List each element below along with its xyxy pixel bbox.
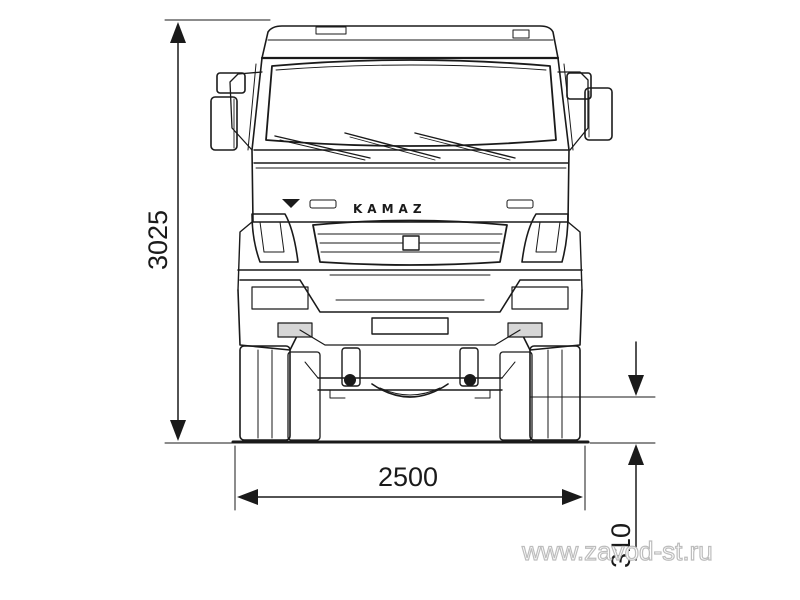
arrow-up-icon [628,444,644,465]
track-width-label: 2500 [378,462,438,492]
watermark: www.zavod-st.ru [521,536,713,566]
height-dimension [164,19,271,444]
bumper [237,269,583,351]
license-plate [371,317,449,335]
front-axle [304,347,516,399]
arrow-right-icon [562,489,583,505]
left-wheels [239,345,321,441]
left-mirror [210,71,263,151]
windshield [265,59,557,147]
roof-spoiler [261,25,559,59]
brand-logo: KAMAZ [353,202,427,216]
right-headlight [521,213,569,263]
right-mirror [557,71,613,151]
clearance-dimension [529,341,656,561]
arrow-left-icon [237,489,258,505]
height-label: 3025 [143,210,173,270]
arrow-down-icon [170,420,186,441]
left-fog-light [277,322,313,338]
right-fog-light [507,322,543,338]
logo-mark-icon [282,199,300,208]
clearance-label: 310 [606,523,636,568]
grille [312,219,508,266]
left-headlight [251,213,299,263]
arrow-down-icon [628,375,644,396]
wipers [274,132,516,161]
truck-front: KAMAZ [210,25,613,441]
right-wheels [499,345,581,441]
track-width-dimension [234,445,586,511]
arrow-up-icon [170,22,186,43]
cab-body [251,57,570,223]
